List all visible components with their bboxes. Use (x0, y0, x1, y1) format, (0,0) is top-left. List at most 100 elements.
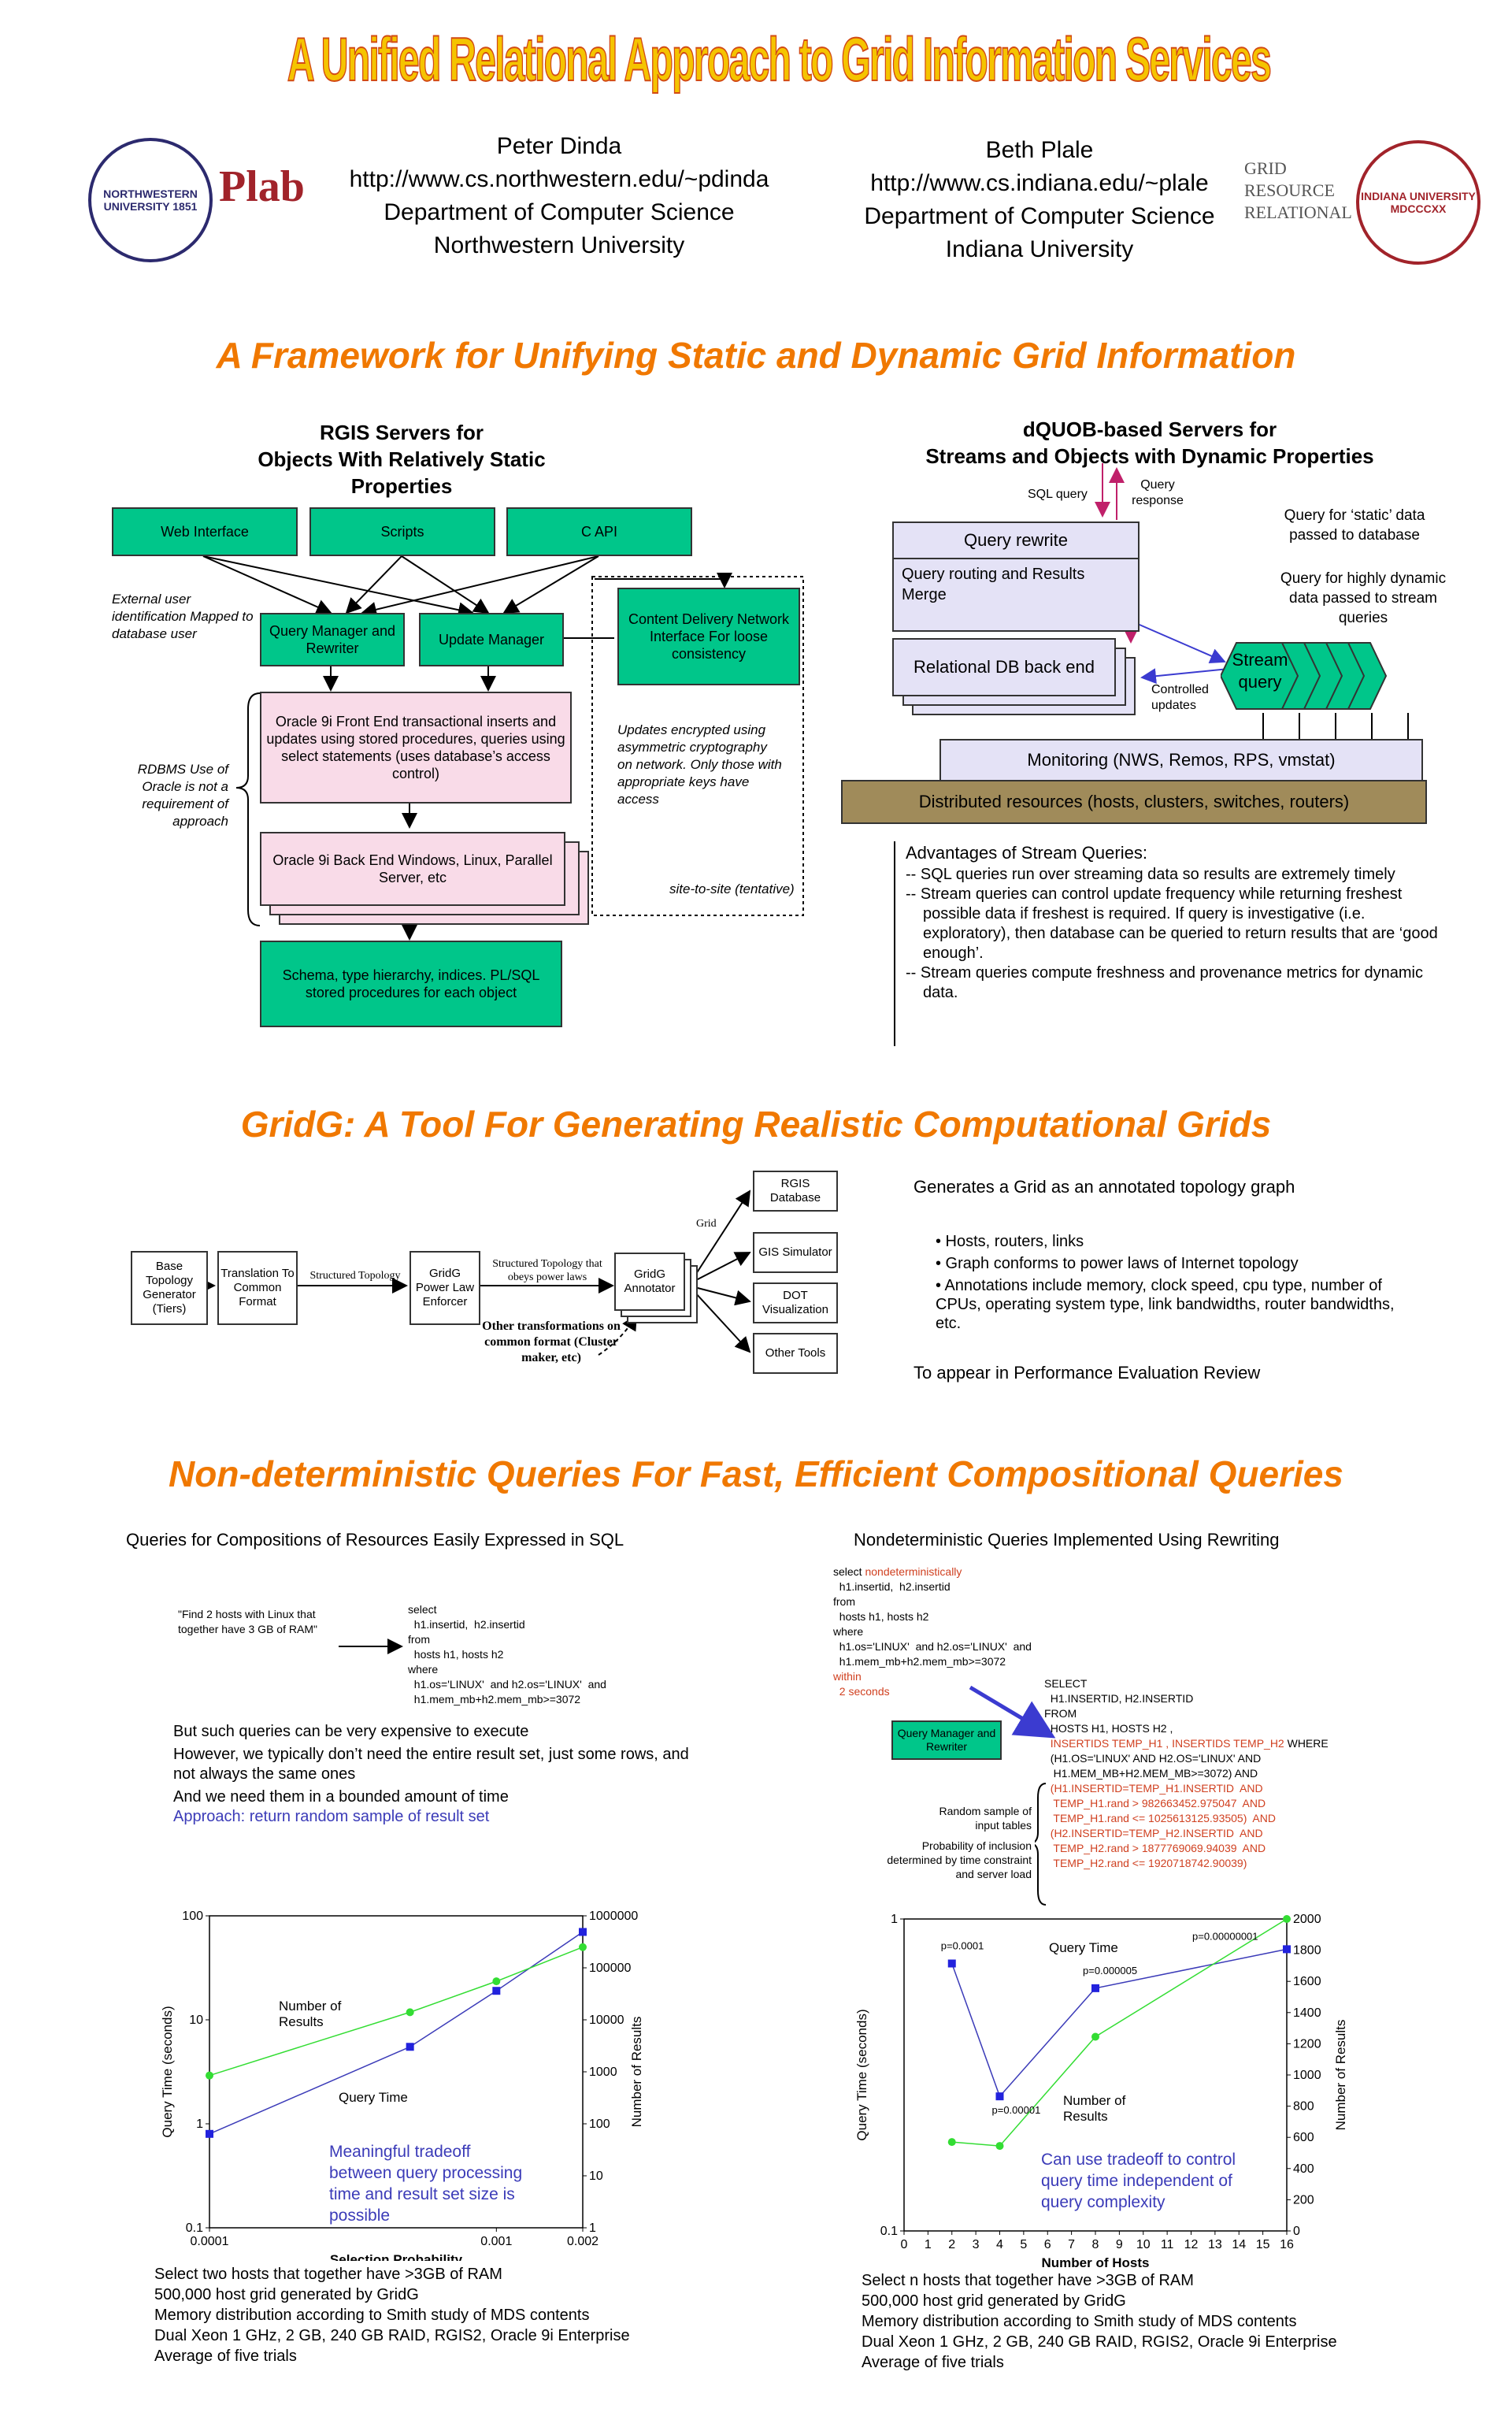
y2-tick-label: 100000 (589, 1962, 631, 1975)
left-note-5: Average of five trials (154, 2348, 297, 2365)
x-tick-label: 6 (1044, 2238, 1051, 2251)
y-axis-label: Query Time (seconds) (160, 2006, 175, 2137)
prob-inclusion-note: Probability of inclusion determined by t… (887, 1839, 1032, 1880)
query-manager-box: Query Manager and Rewriter (260, 613, 405, 666)
point-label: p=0.00000001 (1192, 1930, 1258, 1942)
series-point (1283, 1945, 1291, 1954)
y2-tick-label: 200 (1293, 2193, 1314, 2207)
section3-heading: Non-deterministic Queries For Fast, Effi… (169, 1453, 1343, 1494)
author-left-org: Northwestern University (433, 232, 685, 258)
northwestern-seal-icon: NORTHWESTERN UNIVERSITY 1851 (88, 138, 213, 262)
rewritten-sql: SELECT H1.INSERTID, H2.INSERTID FROM HOS… (1044, 1676, 1329, 1871)
translation-box: Translation To Common Format (217, 1251, 298, 1325)
author-right-dept: Department of Computer Science (864, 203, 1215, 229)
y-tick-label: 10 (189, 2014, 203, 2027)
series-point (206, 2071, 213, 2080)
x-tick-label: 0.002 (567, 2235, 598, 2248)
stream-query-label: Stream query (1232, 650, 1288, 692)
right-query-title: Nondeterministic Queries Implemented Usi… (854, 1530, 1280, 1550)
x-tick-label: 9 (1116, 2238, 1123, 2251)
x-tick-label: 16 (1280, 2238, 1294, 2251)
find-hosts-quote: "Find 2 hosts with Linux that together h… (178, 1608, 317, 1635)
rewritten-sql-2b: WHERE (1284, 1737, 1329, 1750)
expensive-notes: But such queries can be very expensive t… (173, 1722, 693, 1827)
series-point (579, 1928, 587, 1936)
stream-query-hexagons (1221, 642, 1388, 710)
x-tick-label: 8 (1092, 2238, 1099, 2251)
y-axis-label: Query Time (seconds) (857, 2009, 869, 2140)
distributed-resources-box: Distributed resources (hosts, clusters, … (841, 780, 1427, 824)
series-point (947, 2138, 956, 2147)
stream-advantages: Advantages of Stream Queries: -- SQL que… (906, 841, 1457, 1003)
section1-heading: A Framework for Unifying Static and Dyna… (216, 335, 1296, 376)
x-tick-label: 0.001 (480, 2235, 512, 2248)
series-point (995, 2142, 1004, 2151)
chart2-annotation: Can use tradeoff to control query time i… (1041, 2151, 1236, 2211)
left-note-4: Dual Xeon 1 GHz, 2 GB, 240 GB RAID, RGIS… (154, 2327, 630, 2344)
rewritten-brace (1035, 1783, 1047, 1906)
nd-keyword: nondeterministically (865, 1565, 962, 1578)
gridg-generates: Generates a Grid as an annotated topolog… (914, 1177, 1295, 1197)
rdbms-note: RDBMS Use of Oracle is not a requirement… (137, 762, 228, 829)
series-line-1 (951, 1918, 1288, 2147)
right-note-1: Select n hosts that together have >3GB o… (862, 2272, 1194, 2289)
static-data-note: Query for ‘static’ data passed to databa… (1284, 507, 1425, 544)
series-point (1283, 1915, 1291, 1923)
quote-to-sql-arrow (339, 1639, 403, 1654)
expensive-note-3: And we need them in a bounded amount of … (173, 1788, 509, 1806)
updates-encrypted-note: Updates encrypted using asymmetric crypt… (617, 722, 782, 807)
y2-tick-label: 10000 (589, 2014, 624, 2027)
approach-note: Approach: return random sample of result… (173, 1808, 490, 1825)
series-point (206, 2129, 213, 2138)
oracle-back-end-box: Oracle 9i Back End Windows, Linux, Paral… (260, 832, 565, 906)
y2-axis-label: Number of Results (1333, 2020, 1348, 2131)
y2-tick-label: 2000 (1293, 1913, 1321, 1926)
series-point (492, 1987, 501, 1995)
x-tick-label: 0 (901, 2238, 908, 2251)
y2-tick-label: 1000000 (589, 1910, 638, 1923)
section2-heading: GridG: A Tool For Generating Realistic C… (240, 1104, 1272, 1145)
y-tick-label: 100 (182, 1910, 203, 1923)
author-left-url[interactable]: http://www.cs.northwestern.edu/~pdinda (349, 166, 769, 192)
c-api-box: C API (506, 507, 692, 556)
x-tick-label: 11 (1161, 2238, 1174, 2251)
gridg-bullets: • Hosts, routers, links • Graph conforms… (936, 1230, 1424, 1333)
point-label: p=0.000005 (1083, 1965, 1137, 1976)
cdn-interface-box: Content Delivery Network Interface For l… (617, 588, 800, 685)
y2-tick-label: 1400 (1293, 2006, 1321, 2020)
relational-db-box: Relational DB back end (892, 638, 1116, 696)
controlled-updates-label: Controlled updates (1151, 683, 1209, 712)
series-name-results-2: Results (279, 2014, 324, 2029)
series-name-query-time: Query Time (339, 2090, 408, 2105)
x-tick-label: 4 (996, 2238, 1003, 2251)
indiana-seal-text: INDIANA UNIVERSITY MDCCCXX (1361, 190, 1476, 215)
expensive-note-1: But such queries can be very expensive t… (173, 1723, 529, 1740)
left-note-1: Select two hosts that together have >3GB… (154, 2266, 502, 2283)
annotator-box: GridG Annotator (614, 1253, 685, 1311)
advantage-3: -- Stream queries compute freshness and … (906, 964, 1423, 1001)
query-rewrite-label: Query rewrite (894, 523, 1138, 559)
plab-logo: Plab (219, 162, 305, 211)
x-tick-label: 12 (1184, 2238, 1199, 2251)
right-note-2: 500,000 host grid generated by GridG (862, 2292, 1126, 2310)
right-experiment-notes: Select n hosts that together have >3GB o… (862, 2270, 1429, 2373)
dquob-title-line1: dQUOB-based Servers for (1022, 418, 1277, 441)
rewritten-sql-3: (H1.OS='LINUX' AND H2.OS='LINUX' AND H1.… (1050, 1752, 1262, 1780)
rgis-title: RGIS Servers for Objects With Relatively… (220, 419, 583, 499)
external-user-note: External user identification Mapped to d… (112, 592, 254, 641)
right-note-3: Memory distribution according to Smith s… (862, 2313, 1297, 2330)
site-to-site-note: site-to-site (tentative) (669, 882, 795, 896)
indiana-seal-icon: INDIANA UNIVERSITY MDCCCXX (1356, 140, 1480, 265)
author-right-org: Indiana University (945, 236, 1134, 262)
grid-resource-relational-logo: GRID RESOURCE RELATIONAL (1244, 158, 1352, 222)
other-transform-label: Other transformations on common format (… (482, 1319, 621, 1364)
point-label: p=0.00001 (992, 2104, 1041, 2116)
rgis-title-line1: RGIS Servers for (319, 421, 484, 444)
northwestern-seal-text: NORTHWESTERN UNIVERSITY 1851 (103, 187, 198, 213)
rgis-title-line2: Objects With Relatively Static Propertie… (258, 447, 546, 498)
nd-sql-query: select nondeterministically h1.insertid,… (833, 1564, 1032, 1699)
author-right-url[interactable]: http://www.cs.indiana.edu/~plale (870, 170, 1209, 196)
y2-tick-label: 0 (1293, 2225, 1300, 2238)
series-point (406, 2043, 414, 2051)
schema-box: Schema, type hierarchy, indices. PL/SQL … (260, 941, 562, 1027)
